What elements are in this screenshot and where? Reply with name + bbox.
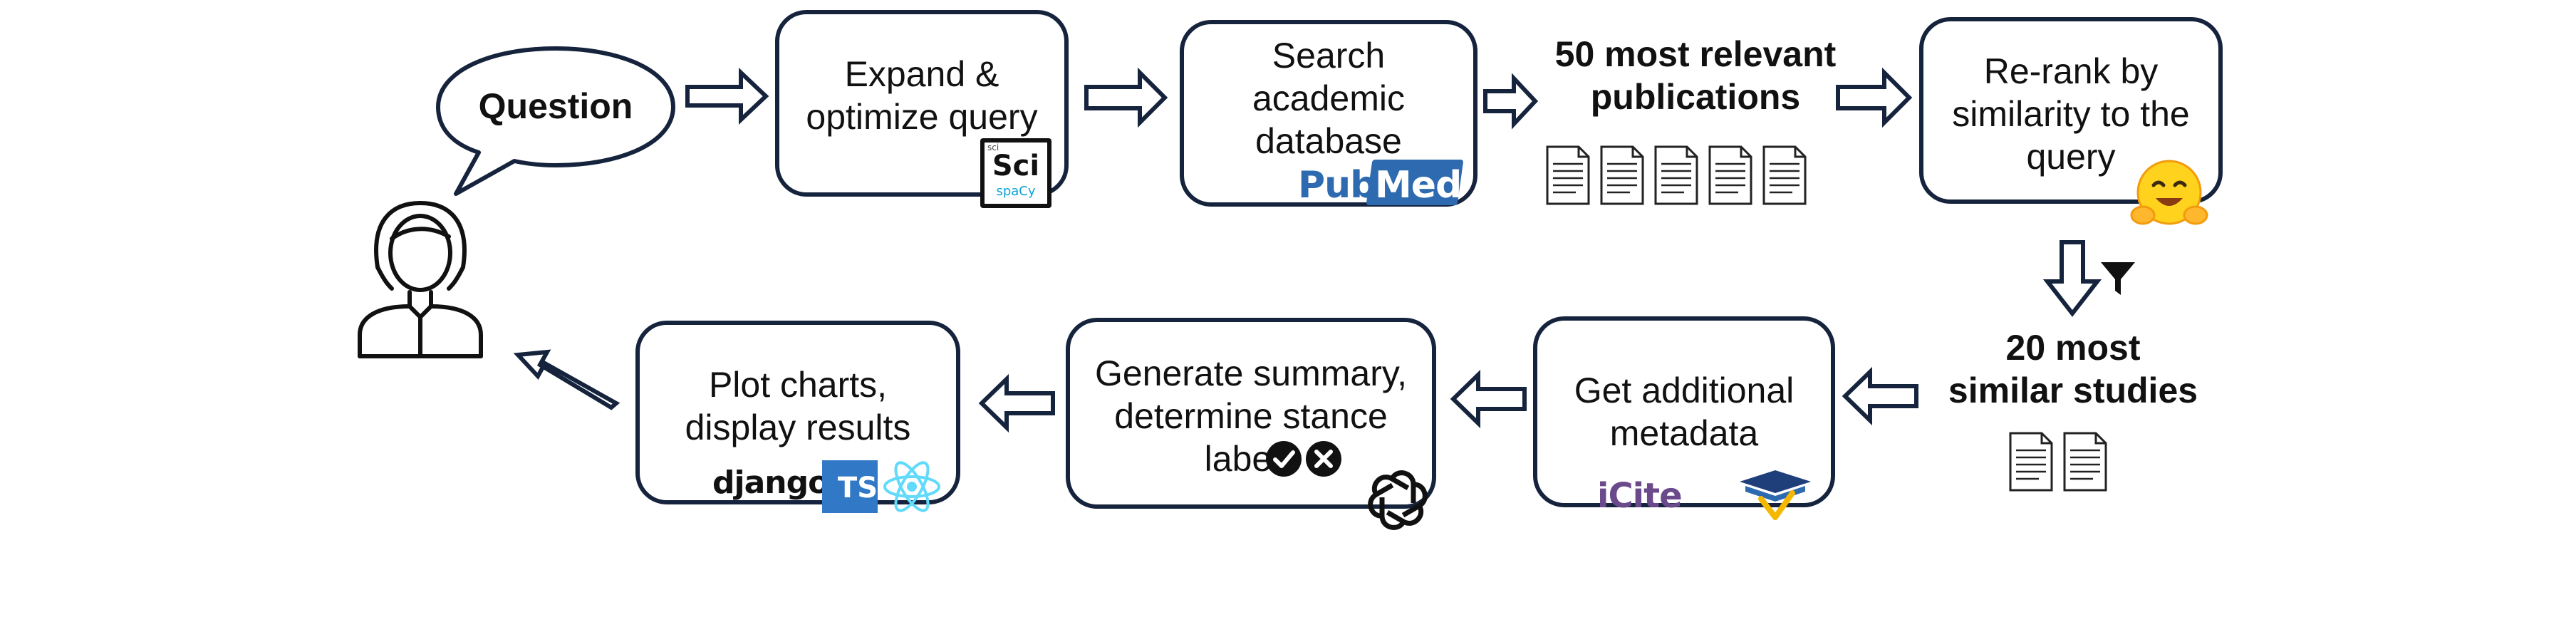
typescript-logo: TS: [822, 460, 878, 513]
plot-box: Plot charts, display results: [635, 321, 960, 504]
document-icon: [1708, 145, 1752, 205]
document-icon: [1762, 145, 1807, 205]
document-icon: [1546, 145, 1590, 205]
funnel-icon: [2101, 262, 2135, 295]
arrow-left: [1450, 369, 1527, 429]
rerank-label: Re-rank by similarity to the query: [1952, 51, 2190, 177]
expand-query-box: Expand & optimize query: [775, 10, 1069, 197]
pubmed-logo: Pub Med: [1298, 160, 1476, 209]
search-database-label: Search academic database: [1252, 36, 1405, 161]
pubmed-med-text: Med: [1375, 164, 1462, 207]
scispacy-main-text: Sci: [992, 150, 1040, 182]
icite-logo: iCite: [1597, 476, 1683, 516]
speech-bubble: [436, 46, 675, 196]
search-database-box: Search academic database: [1180, 20, 1477, 207]
scispacy-logo: sci Sci spaCy: [980, 138, 1051, 208]
pubmed-pub-text: Pub: [1298, 164, 1376, 207]
metadata-label: Get additional metadata: [1574, 370, 1795, 453]
scispacy-top-text: sci: [987, 142, 999, 152]
document-icons-50: [1546, 145, 1807, 205]
expand-query-label: Expand & optimize query: [806, 54, 1038, 137]
arrow-diagonal: [513, 349, 620, 410]
metadata-box: Get additional metadata: [1533, 316, 1835, 507]
user-icon: [358, 201, 483, 358]
arrow-left: [978, 373, 1055, 433]
document-icon: [2063, 432, 2107, 492]
stance-icons: [1266, 441, 1341, 477]
document-icon: [1654, 145, 1698, 205]
openai-icon: [1368, 470, 1428, 530]
document-icon: [2009, 432, 2053, 492]
arrow-down: [2042, 240, 2102, 317]
django-logo: django: [712, 465, 829, 501]
top50-label: 50 most relevant publications: [1554, 34, 1837, 117]
arrow-left: [1842, 366, 1918, 426]
document-icons-20: [2009, 432, 2107, 492]
arrow-right: [1483, 73, 1539, 130]
check-icon: [1266, 441, 1302, 477]
arrow-right: [685, 68, 769, 125]
arrow-right: [1084, 67, 1168, 128]
scholar-logo: [1740, 470, 1811, 520]
typescript-text: TS: [837, 472, 878, 504]
cross-icon: [1306, 441, 1341, 477]
top20-label: 20 most similar studies: [1948, 328, 2198, 410]
hugging-face-icon: [2130, 160, 2208, 225]
react-icon: [883, 461, 940, 512]
scispacy-sub-text: spaCy: [996, 184, 1036, 199]
plot-label: Plot charts, display results: [685, 365, 911, 447]
document-icon: [1600, 145, 1644, 205]
arrow-right: [1836, 67, 1913, 128]
question-label: Question: [478, 86, 633, 126]
